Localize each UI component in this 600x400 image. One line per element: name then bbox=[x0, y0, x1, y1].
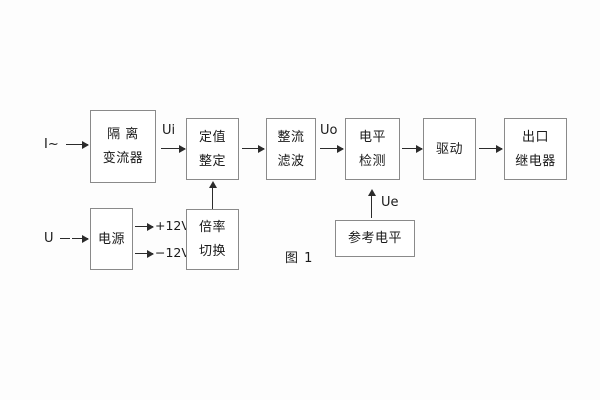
voltage-input-arrow bbox=[72, 235, 89, 243]
block-setpoint-setting-line2: 整定 bbox=[198, 153, 226, 169]
block-power-supply-line1: 电源 bbox=[97, 231, 125, 247]
block-output-relay[interactable]: 出口 继电器 bbox=[504, 118, 567, 180]
block-rectifier-filter-line1: 整流 bbox=[277, 129, 305, 145]
block-multiplier-switch-line2: 切换 bbox=[198, 244, 226, 259]
voltage-input-lead bbox=[60, 238, 70, 239]
signal-ui-arrow bbox=[161, 145, 186, 153]
signal-ue-arrow bbox=[368, 189, 376, 218]
block-level-detection-line2: 检测 bbox=[358, 153, 386, 169]
multiplier-to-setpoint-arrow bbox=[209, 181, 217, 209]
block-setpoint-setting-line1: 定值 bbox=[198, 129, 226, 145]
block-output-relay-line2: 继电器 bbox=[515, 153, 556, 169]
rail-negative-label: −12V bbox=[155, 245, 190, 260]
signal-uo-label: Uo bbox=[320, 123, 338, 138]
block-isolation-transformer[interactable]: 隔 离 变流器 bbox=[90, 110, 156, 183]
block-rectifier-filter[interactable]: 整流 滤波 bbox=[266, 118, 316, 180]
current-input-label: I~ bbox=[44, 137, 59, 152]
block-isolation-transformer-line1: 隔 离 bbox=[107, 127, 139, 142]
voltage-input-label: U bbox=[44, 231, 54, 246]
rail-negative-arrow bbox=[135, 250, 154, 258]
block-power-supply[interactable]: 电源 bbox=[90, 208, 133, 270]
signal-ue-label: Ue bbox=[381, 195, 399, 210]
block-multiplier-switch[interactable]: 倍率 切换 bbox=[186, 209, 239, 270]
setpoint-to-rectifier-arrow bbox=[242, 145, 265, 153]
block-driver[interactable]: 驱动 bbox=[423, 118, 476, 180]
figure-caption: 图 1 bbox=[285, 251, 314, 266]
block-isolation-transformer-line2: 变流器 bbox=[102, 151, 144, 166]
block-level-detection[interactable]: 电平 检测 bbox=[345, 118, 400, 180]
driver-to-relay-arrow bbox=[479, 145, 503, 153]
block-reference-level-line1: 参考电平 bbox=[347, 231, 402, 246]
block-reference-level[interactable]: 参考电平 bbox=[335, 220, 415, 257]
block-setpoint-setting[interactable]: 定值 整定 bbox=[186, 118, 239, 180]
signal-uo-arrow bbox=[320, 145, 344, 153]
block-driver-line1: 驱动 bbox=[435, 141, 463, 157]
block-multiplier-switch-line1: 倍率 bbox=[198, 220, 226, 235]
level-to-driver-arrow bbox=[402, 145, 423, 153]
signal-ui-label: Ui bbox=[162, 123, 176, 138]
rail-positive-arrow bbox=[135, 223, 154, 231]
block-level-detection-line1: 电平 bbox=[358, 129, 386, 145]
block-output-relay-line1: 出口 bbox=[521, 129, 549, 145]
rail-positive-label: +12V bbox=[155, 218, 190, 233]
block-rectifier-filter-line2: 滤波 bbox=[277, 153, 305, 169]
current-input-arrow bbox=[66, 141, 89, 149]
